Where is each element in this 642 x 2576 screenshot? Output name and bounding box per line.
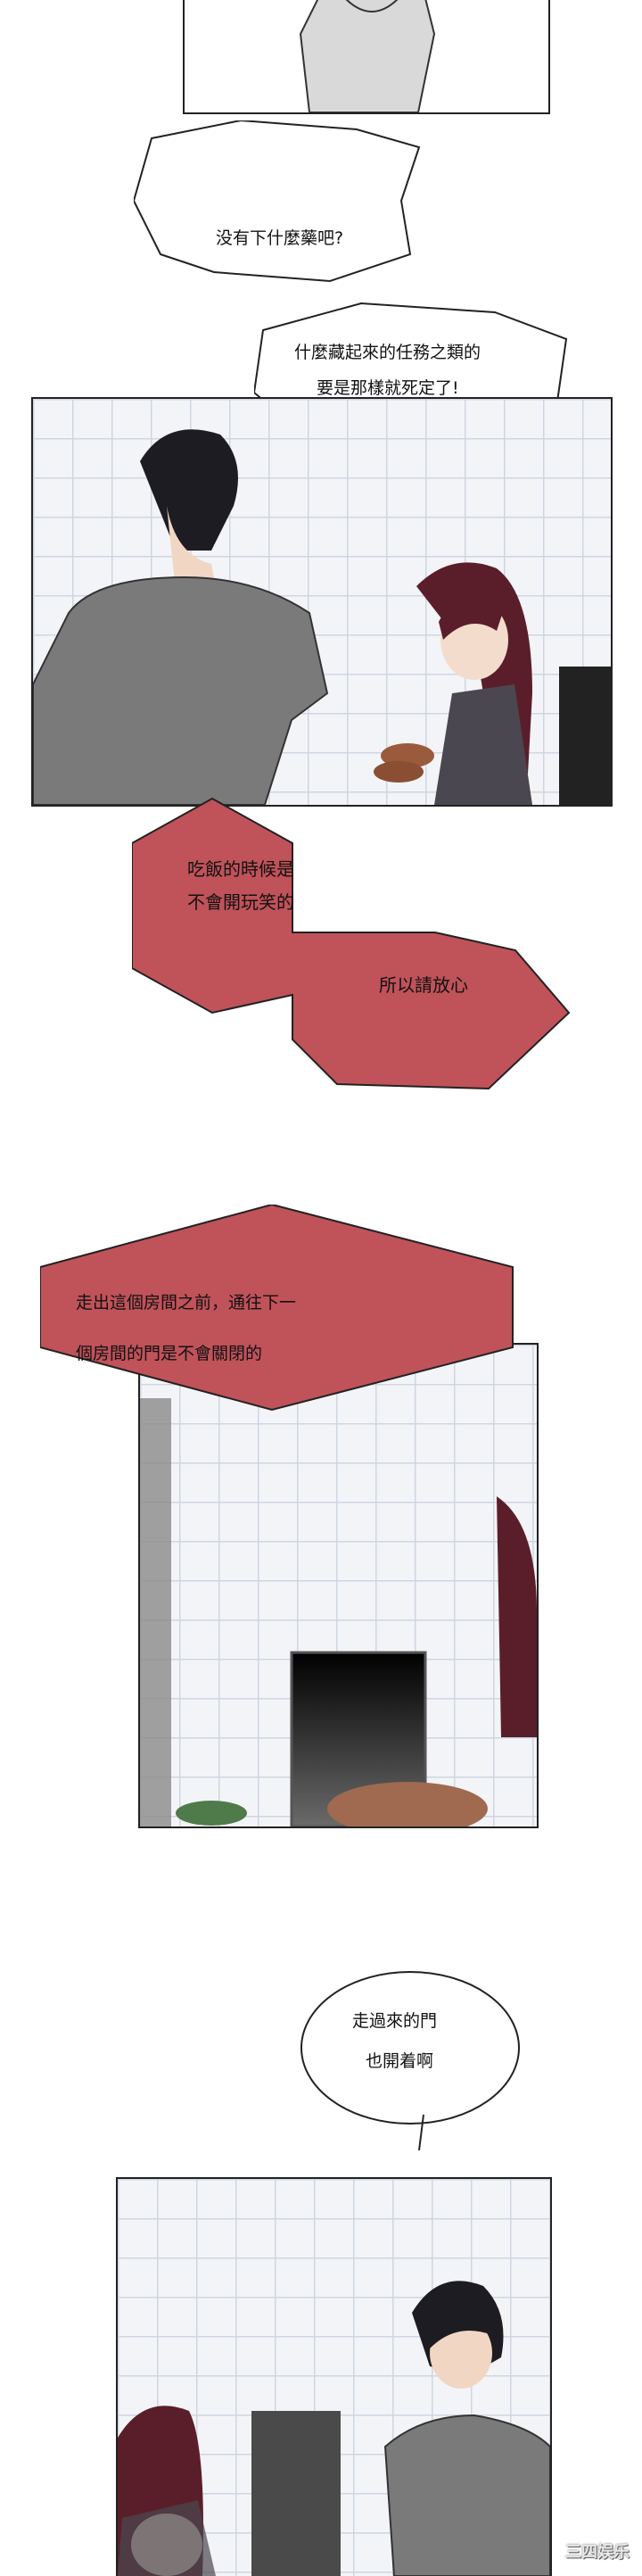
jagged-bubble-1 — [134, 120, 421, 283]
panel-room-door — [138, 1343, 539, 1828]
bubble-2-text-line2: 要是那樣就死定了! — [317, 378, 459, 398]
panel-final-scene — [116, 2177, 552, 2576]
panel-dinner-scene — [31, 397, 613, 807]
oval-bubble — [300, 1971, 520, 2150]
red-box-2 — [40, 1205, 514, 1412]
red-box-1-line1: 吃飯的時候是 — [187, 858, 294, 880]
bubble-2-text-line1: 什麼藏起來的任務之類的 — [294, 343, 482, 362]
room-door-art — [140, 1398, 537, 1826]
final-scene-art — [118, 2281, 550, 2576]
man-torso-art — [299, 0, 436, 112]
red-box-2-line2: 個房間的門是不會關閉的 — [76, 1344, 263, 1363]
watermark: 三四娱乐 — [565, 2543, 630, 2562]
oval-bubble-line2: 也開着啊 — [366, 2051, 434, 2071]
red-box-2-line1: 走出這個房間之前，通往下一 — [76, 1293, 297, 1313]
red-box-1-line3: 所以請放心 — [379, 974, 468, 996]
oval-bubble-line1: 走過來的門 — [352, 2011, 438, 2031]
red-box-1 — [132, 797, 571, 1090]
bubble-1-text: 没有下什麼藥吧? — [216, 228, 344, 248]
red-box-1-line2: 不會開玩笑的 — [187, 891, 294, 913]
dinner-scene-art — [33, 429, 611, 805]
panel-top-cropped — [183, 0, 550, 114]
